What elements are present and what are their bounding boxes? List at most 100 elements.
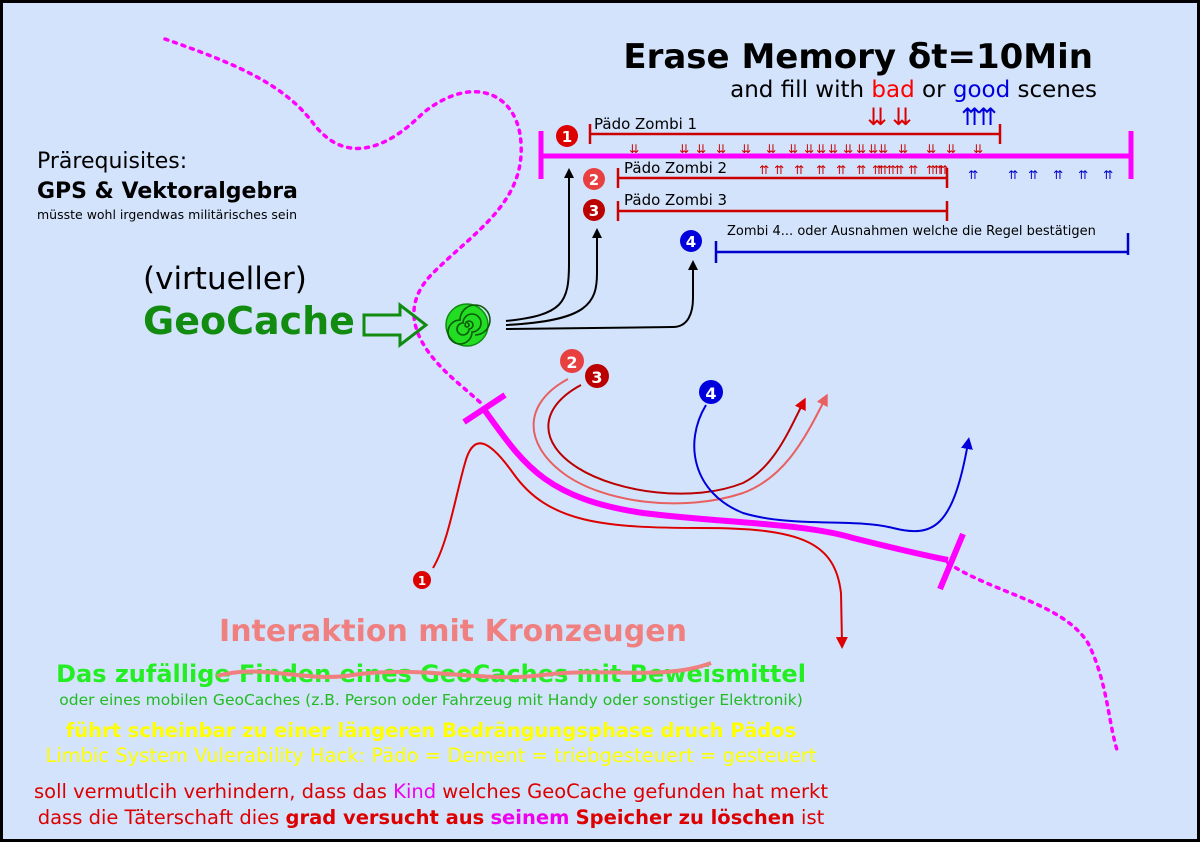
bad-good-arrow-glyphs: ⇊⇊ ⇈⇈	[867, 103, 997, 131]
svg-text:2: 2	[566, 353, 577, 372]
seinem-word: seinem	[490, 806, 570, 829]
bottom-line-3: führt scheinbar zu einer längeren Bedrän…	[65, 719, 797, 742]
bad-scene-arrow-up: ⇈	[836, 163, 846, 177]
bad-scene-arrow: ⇊	[816, 142, 826, 156]
good-arrow: ⇈	[977, 103, 997, 131]
curved-main-timeline	[480, 406, 949, 563]
path-curve-3	[547, 384, 806, 495]
bad-word: bad	[871, 77, 915, 103]
curved-timeline-start-tick	[462, 392, 507, 425]
bad-scene-arrow: ⇊	[788, 142, 798, 156]
prerequisites-note: müsste wohl irgendwas militärisches sein	[37, 207, 298, 222]
bad-scene-arrow: ⇊	[804, 142, 814, 156]
bad-scene-arrow: ⇊	[868, 142, 878, 156]
bad-scene-arrow: ⇊	[856, 142, 866, 156]
bad-scene-arrow: ⇊	[878, 142, 888, 156]
bad-scene-arrow-up: ⇈	[926, 163, 936, 177]
geocache-virtual-label: (virtueller)	[143, 261, 307, 297]
curved-timeline-end-tick	[937, 532, 966, 591]
prerequisites-label: Prärequisites:	[37, 149, 188, 174]
bad-scene-arrow-up: ⇈	[894, 163, 904, 177]
badge-2: 2	[583, 168, 605, 190]
bottom-line-2: oder eines mobilen GeoCaches (z.B. Perso…	[59, 691, 803, 709]
good-scene-arrow: ⇈	[1028, 168, 1038, 182]
zombi-timeline-4	[714, 233, 1130, 263]
bad-scene-arrow: ⇊	[898, 142, 908, 156]
prerequisites-main: GPS & Vektoralgebra	[37, 179, 298, 204]
svg-text:1: 1	[418, 574, 426, 588]
bad-scene-arrow-up: ⇈	[933, 163, 943, 177]
bad-scene-arrow: ⇊	[679, 142, 689, 156]
badge-1: 1	[556, 125, 578, 147]
bad-scene-arrow: ⇊	[629, 142, 639, 156]
good-scene-arrow: ⇈	[1053, 168, 1063, 182]
badge-4: 4	[680, 230, 702, 252]
bad-scene-arrow: ⇊	[843, 142, 853, 156]
scene-arrow-glyphs: ⇊⇊⇊⇊⇊⇊⇊⇊⇊⇊⇊⇊⇊⇊⇊⇊⇊⇊⇈⇈⇈⇈⇈⇈⇈⇈⇈⇈⇈⇈⇈⇈⇈⇈⇈⇈⇈⇈	[629, 142, 1113, 182]
good-scene-arrow: ⇈	[1103, 168, 1113, 182]
bottom-line-5: soll vermutlcih verhindern, dass das Kin…	[34, 780, 828, 803]
diagram-graphics: ⇊⇊⇊⇊⇊⇊⇊⇊⇊⇊⇊⇊⇊⇊⇊⇊⇊⇊⇈⇈⇈⇈⇈⇈⇈⇈⇈⇈⇈⇈⇈⇈⇈⇈⇈⇈⇈⇈ ⇊…	[163, 37, 1134, 755]
badge-1-lower: 1	[413, 571, 431, 589]
zombi-timeline-3	[616, 201, 949, 221]
badge-4-lower: 4	[699, 380, 723, 404]
bad-scene-arrow-up: ⇈	[816, 163, 826, 177]
bad-scene-arrow: ⇊	[741, 142, 751, 156]
diagram-title: Erase Memory δt=10Min	[623, 37, 1093, 77]
badge-3: 3	[583, 199, 605, 221]
zombi-2-label: Pädo Zombi 2	[624, 159, 728, 177]
geocache-label: GeoCache	[143, 299, 355, 343]
bad-arrow: ⇊	[867, 103, 887, 131]
bad-scene-arrow-up: ⇈	[794, 163, 804, 177]
bottom-line-1: Das zufällige Finden eines GeoCaches mit…	[56, 660, 806, 688]
bad-scene-arrow: ⇊	[973, 142, 983, 156]
badge-3-lower: 3	[585, 364, 609, 388]
good-word: good	[952, 77, 1011, 103]
svg-text:4: 4	[705, 384, 716, 403]
bad-scene-arrow-up: ⇈	[938, 163, 948, 177]
path-curve-2	[532, 378, 828, 505]
diagram-canvas: ⇊⇊⇊⇊⇊⇊⇊⇊⇊⇊⇊⇊⇊⇊⇊⇊⇊⇊⇈⇈⇈⇈⇈⇈⇈⇈⇈⇈⇈⇈⇈⇈⇈⇈⇈⇈⇈⇈ ⇊…	[3, 3, 1197, 839]
bad-scene-arrow-up: ⇈	[759, 163, 769, 177]
zombi-timeline-2	[616, 168, 949, 188]
good-scene-arrow: ⇈	[968, 168, 978, 182]
spiral-icon	[445, 303, 491, 347]
interaction-heading: Interaktion mit Kronzeugen	[219, 614, 687, 649]
svg-text:4: 4	[686, 233, 696, 251]
dotted-boundary-bottom	[946, 561, 1120, 755]
good-arrow: ⇈	[961, 103, 981, 131]
bad-scene-arrow-up: ⇈	[872, 163, 882, 177]
svg-text:3: 3	[589, 202, 599, 220]
bad-scene-arrow: ⇊	[946, 142, 956, 156]
bad-scene-arrow-up: ⇈	[856, 163, 866, 177]
dotted-boundary-top	[163, 37, 523, 405]
path-curve-4	[693, 404, 973, 533]
bad-scene-arrow: ⇊	[926, 142, 936, 156]
bad-scene-arrow-up: ⇈	[878, 163, 888, 177]
zombi-timeline-1	[588, 124, 1002, 144]
spiral-arrows	[505, 168, 698, 330]
good-scene-arrow: ⇈	[1008, 168, 1018, 182]
path-curve-1	[432, 442, 848, 649]
kind-word: Kind	[393, 780, 437, 803]
zombi-1-label: Pädo Zombi 1	[594, 115, 698, 133]
svg-text:3: 3	[591, 368, 602, 387]
svg-text:2: 2	[589, 171, 599, 189]
diagram-subtitle: and fill with bad or good scenes	[730, 77, 1097, 103]
svg-text:1: 1	[562, 128, 572, 146]
bottom-line-4: Limbic System Vulerability Hack: Pädo = …	[45, 744, 817, 767]
badge-2-lower: 2	[560, 349, 584, 373]
zombi-3-label: Pädo Zombi 3	[624, 191, 728, 209]
bad-scene-arrow-up: ⇈	[886, 163, 896, 177]
bad-scene-arrow: ⇊	[716, 142, 726, 156]
bad-scene-arrow: ⇊	[828, 142, 838, 156]
good-scene-arrow: ⇈	[1078, 168, 1088, 182]
bad-scene-arrow-up: ⇈	[908, 163, 918, 177]
bad-scene-arrow: ⇊	[696, 142, 706, 156]
geocache-arrow	[362, 301, 429, 349]
bottom-line-6: dass die Täterschaft dies grad versucht …	[37, 806, 825, 829]
bad-arrow: ⇊	[892, 103, 912, 131]
zombi-4-label: Zombi 4... oder Ausnahmen welche die Reg…	[727, 224, 1096, 239]
bad-scene-arrow-up: ⇈	[774, 163, 784, 177]
bad-scene-arrow: ⇊	[766, 142, 776, 156]
